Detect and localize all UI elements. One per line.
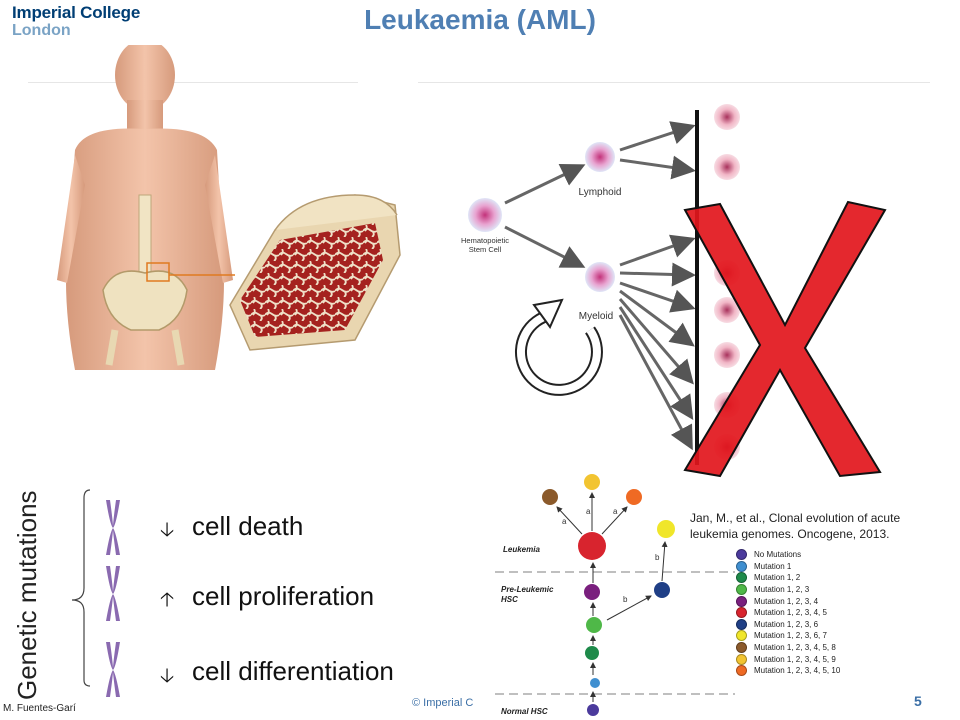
legend-item: Mutation 1, 2 bbox=[736, 572, 840, 584]
stem-cell-label2: Stem Cell bbox=[469, 245, 502, 254]
legend-item: Mutation 1, 2, 3, 4, 5, 10 bbox=[736, 665, 840, 677]
legend-label: Mutation 1, 2 bbox=[754, 573, 801, 583]
legend-item: Mutation 1, 2, 3, 6, 7 bbox=[736, 630, 840, 642]
arrow-b-label: b bbox=[655, 553, 660, 562]
bracket bbox=[71, 489, 91, 687]
legend-item: Mutation 1, 2, 3, 6 bbox=[736, 618, 840, 631]
mutation-legend: No Mutations Mutation 1 Mutation 1, 2 Mu… bbox=[736, 549, 840, 677]
legend-label: No Mutations bbox=[754, 550, 802, 560]
legend-label: Mutation 1, 2, 3, 4, 5, 9 bbox=[754, 654, 836, 664]
legend-label: Mutation 1, 2, 3, 6 bbox=[754, 619, 819, 629]
legend-dot bbox=[736, 653, 747, 665]
leukemia-label: Leukemia bbox=[503, 545, 540, 554]
red-cross-mark bbox=[683, 200, 887, 478]
body-bone-marrow-illustration bbox=[57, 45, 401, 370]
page-number: 5 bbox=[914, 693, 922, 709]
effect-cell-differentiation: cell differentiation bbox=[192, 656, 394, 686]
clonal-evolution-diagram: a a a b b Leukemia Pre-Leukemic HSC Norm… bbox=[495, 474, 735, 716]
legend-dot bbox=[736, 630, 747, 642]
legend-item: Mutation 1, 2, 3, 4 bbox=[736, 595, 840, 607]
legend-label: Mutation 1, 2, 3, 4, 5, 8 bbox=[754, 643, 836, 653]
legend-label: Mutation 1, 2, 3, 4, 5, 10 bbox=[754, 666, 841, 676]
arrow-a-label: a bbox=[562, 517, 567, 526]
normal-hsc-label: Normal HSC bbox=[501, 707, 548, 716]
effect-cell-death: cell death bbox=[192, 511, 304, 541]
logo-line1: Imperial College bbox=[12, 3, 141, 22]
legend-dot bbox=[736, 572, 747, 584]
effect-cell-proliferation: cell proliferation bbox=[192, 581, 375, 611]
legend-item: Mutation 1, 2, 3, 4, 5, 8 bbox=[736, 642, 840, 654]
legend-dot bbox=[736, 607, 747, 619]
legend-label: Mutation 1 bbox=[754, 561, 792, 571]
hematopoiesis-diagram: Hematopoietic Stem Cell Lymphoid Myeloid bbox=[461, 104, 740, 465]
genetic-mutations-label: Genetic mutations bbox=[12, 490, 42, 700]
legend-label: Mutation 1, 2, 3 bbox=[754, 585, 810, 595]
zoom-box bbox=[146, 262, 170, 282]
stem-cell bbox=[468, 198, 502, 232]
logo-line2: London bbox=[12, 22, 71, 39]
arrow-down-icon: 🡣 bbox=[159, 665, 175, 687]
imperial-logo: Imperial College London bbox=[12, 4, 140, 40]
legend-dot bbox=[736, 560, 747, 572]
divider-right bbox=[418, 82, 930, 83]
citation: Jan, M., et al., Clonal evolution of acu… bbox=[690, 511, 901, 541]
legend-label: Mutation 1, 2, 3, 4, 5 bbox=[754, 608, 827, 618]
pre-leukemic-hsc-label: HSC bbox=[501, 595, 518, 604]
chromosome-icon bbox=[106, 642, 120, 697]
lymphoid-cell bbox=[585, 142, 615, 172]
legend-dot bbox=[736, 549, 747, 561]
chromosomes bbox=[106, 500, 120, 697]
chromosome-icon bbox=[106, 566, 120, 621]
myeloid-label: Myeloid bbox=[579, 311, 613, 322]
legend-label: Mutation 1, 2, 3, 4 bbox=[754, 596, 819, 606]
legend-label: Mutation 1, 2, 3, 6, 7 bbox=[754, 631, 827, 641]
pre-leukemic-label: Pre-Leukemic bbox=[501, 585, 554, 594]
arrow-a-label: a bbox=[613, 507, 618, 516]
legend-dot bbox=[736, 584, 747, 596]
legend-item: Mutation 1 bbox=[736, 560, 840, 573]
legend-dot bbox=[736, 618, 747, 630]
legend-item: Mutation 1, 2, 3, 4, 5 bbox=[736, 607, 840, 619]
legend-dot bbox=[736, 642, 747, 654]
author-credit: M. Fuentes-Garí bbox=[3, 703, 76, 714]
arrow-b-label: b bbox=[623, 595, 628, 604]
stem-cell-label1: Hematopoietic bbox=[461, 236, 509, 245]
legend-dot bbox=[736, 665, 747, 677]
arrow-up-icon: 🡡 bbox=[159, 589, 175, 611]
legend-item: Mutation 1, 2, 3, 4, 5, 9 bbox=[736, 653, 840, 665]
legend-item: Mutation 1, 2, 3 bbox=[736, 584, 840, 596]
lymphoid-label: Lymphoid bbox=[579, 187, 622, 198]
chromosome-icon bbox=[106, 500, 120, 555]
copyright-notice: © Imperial C bbox=[412, 697, 474, 709]
myeloid-cell bbox=[585, 262, 615, 292]
clone-cells bbox=[542, 474, 675, 716]
legend-dot bbox=[736, 595, 747, 607]
legend-item: No Mutations bbox=[736, 549, 840, 561]
arrow-a-label: a bbox=[586, 507, 591, 516]
bone-cross-section bbox=[229, 194, 401, 351]
arrow-down-icon: 🡣 bbox=[159, 519, 175, 541]
divider-left bbox=[28, 82, 358, 83]
slide-title: Leukaemia (AML) bbox=[364, 4, 596, 35]
